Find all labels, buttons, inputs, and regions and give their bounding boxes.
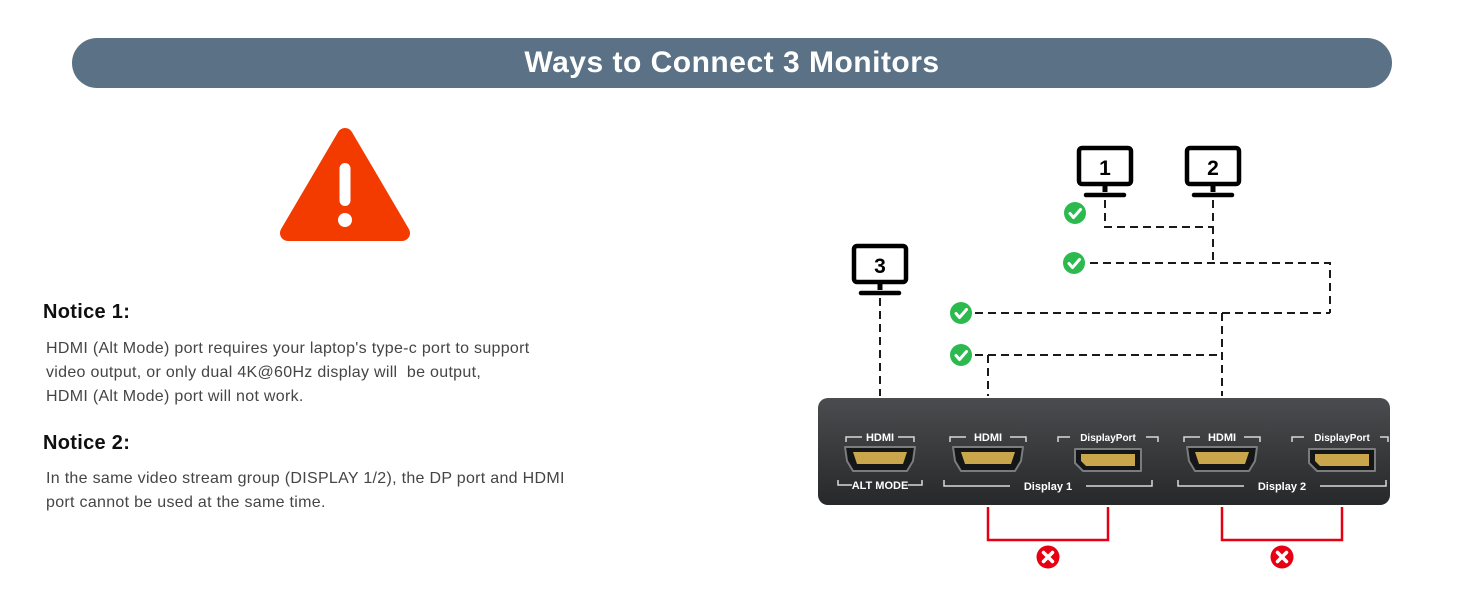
hdmi-port-display1-icon: [952, 446, 1024, 472]
monitor-icon-2: 2: [1184, 145, 1242, 198]
notice2-heading: Notice 2:: [43, 432, 131, 454]
display1-exclusion-bracket: [986, 507, 1110, 542]
page-title: Ways to Connect 3 Monitors: [524, 46, 940, 79]
notice2-line2: port cannot be used at the same time.: [46, 494, 326, 511]
title-banner: Ways to Connect 3 Monitors: [72, 38, 1392, 88]
display2-exclusion-bracket: [1220, 507, 1344, 542]
exclamation-bar: [339, 163, 351, 206]
dashed-connectors: [879, 200, 1331, 396]
dock-device: HDMI ALT MODE HDMI: [818, 398, 1390, 505]
cross-icon-display2: [1270, 545, 1294, 569]
exclusion-brackets: [986, 507, 1344, 569]
connector-monitor1: [1104, 200, 1213, 228]
display2-dp-label: DisplayPort: [1314, 433, 1370, 444]
monitor-3-label: 3: [874, 255, 886, 278]
notice1-heading: Notice 1:: [43, 301, 131, 323]
notice2-body: In the same video stream group (DISPLAY …: [46, 467, 565, 515]
notice1-body: HDMI (Alt Mode) port requires your lapto…: [46, 337, 530, 409]
monitor-icon-3: 3: [851, 243, 909, 296]
display1-dp-label: DisplayPort: [1080, 433, 1136, 444]
displayport-port-display2-icon: [1308, 448, 1376, 472]
check-icon-1: [1064, 202, 1086, 224]
notice1-line3: HDMI (Alt Mode) port will not work.: [46, 388, 304, 405]
display2-hdmi-label: HDMI: [1208, 432, 1236, 444]
cross-icon-display1: [1036, 545, 1060, 569]
display2-group-label: Display 2: [1258, 481, 1306, 493]
alt-mode-section: HDMI ALT MODE: [837, 432, 923, 492]
display1-group-label: Display 1: [1024, 481, 1072, 493]
warning-triangle-icon: [280, 128, 410, 241]
check-icons: [950, 202, 1086, 366]
altmode-hdmi-label: HDMI: [866, 432, 894, 444]
monitor-icon-1: 1: [1076, 145, 1134, 198]
exclamation-dot: [338, 213, 352, 227]
monitor-2-label: 2: [1207, 157, 1219, 180]
connector-rail2: [1090, 262, 1331, 313]
check-icon-4: [950, 344, 972, 366]
notice1-line1: HDMI (Alt Mode) port requires your lapto…: [46, 340, 530, 357]
notice2-line1: In the same video stream group (DISPLAY …: [46, 470, 565, 487]
display1-section: HDMI DisplayPort Display 1: [943, 432, 1159, 493]
hdmi-port-altmode-icon: [844, 446, 916, 472]
altmode-group-label: ALT MODE: [852, 480, 909, 492]
monitor-1-label: 1: [1099, 157, 1111, 180]
check-icon-3: [950, 302, 972, 324]
displayport-port-display1-icon: [1074, 448, 1142, 472]
hdmi-port-display2-icon: [1186, 446, 1258, 472]
check-icon-2: [1063, 252, 1085, 274]
display1-hdmi-label: HDMI: [974, 432, 1002, 444]
display2-section: HDMI DisplayPort Display 2: [1177, 432, 1389, 493]
notice1-line2: video output, or only dual 4K@60Hz displ…: [46, 364, 482, 381]
